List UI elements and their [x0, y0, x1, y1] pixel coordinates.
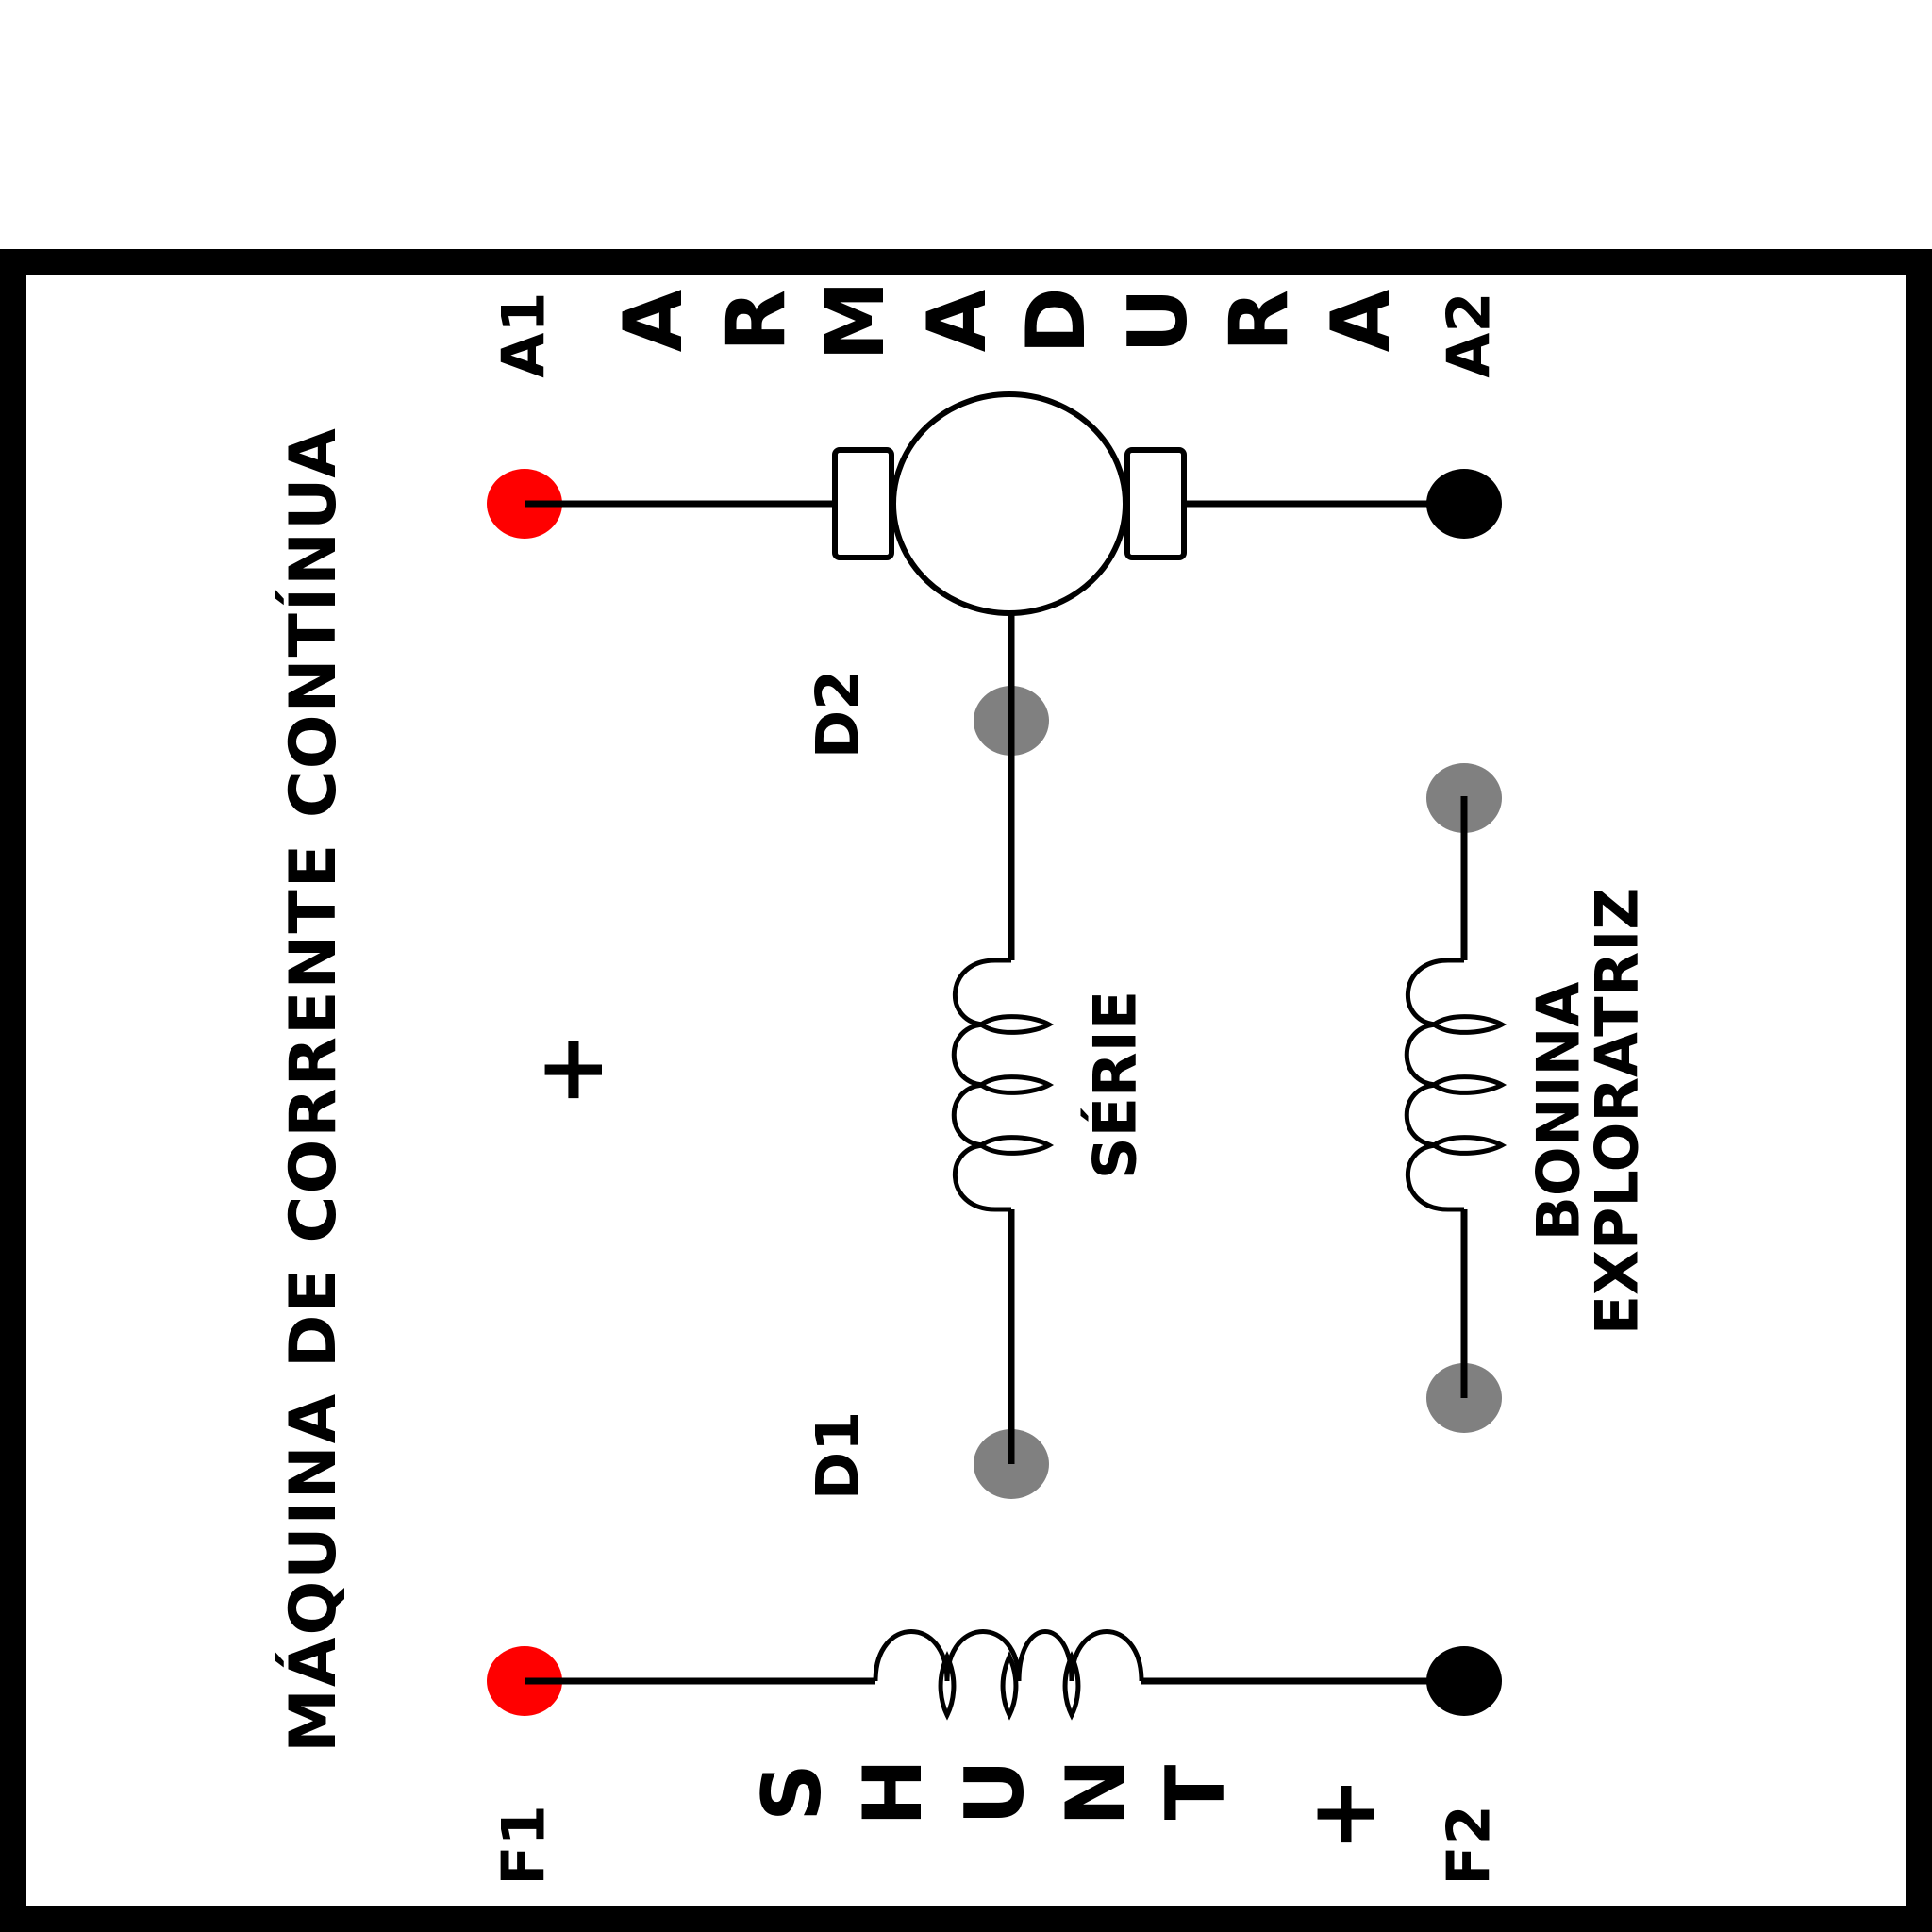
armature-letter: U — [1111, 288, 1206, 354]
diagram-title: MÁQUINA DE CORRENTE CONTÍNUA — [275, 426, 351, 1753]
terminal-label-d1: D1 — [804, 1411, 873, 1501]
armature-brush-right — [1124, 447, 1187, 560]
armature-rotor — [891, 391, 1128, 616]
series-coil — [951, 958, 1055, 1212]
armature-letter: A — [910, 289, 1005, 352]
terminal-label-d2: D2 — [804, 670, 873, 759]
shunt-letter: H — [846, 1758, 941, 1826]
shunt-coil — [873, 1629, 1144, 1721]
terminal-label-a2: A2 — [1435, 291, 1504, 377]
armature-letter: R — [709, 290, 804, 352]
armature-letter: D — [1009, 287, 1104, 354]
armature-label: A R M A D U R A — [607, 280, 1408, 361]
armature-letter: R — [1212, 290, 1307, 352]
series-label: SÉRIE — [1081, 991, 1150, 1179]
interpole-coil — [1404, 958, 1507, 1212]
shunt-label: S H U N T — [745, 1758, 1243, 1826]
interpole-label-line1: BONINA — [1524, 982, 1593, 1241]
terminal-label-f1: F1 — [490, 1805, 558, 1886]
armature-brush-left — [832, 447, 894, 560]
plus-sign-shunt: + — [1291, 1776, 1396, 1852]
terminal-label-a1: A1 — [490, 291, 558, 377]
plus-sign-center: + — [518, 1032, 624, 1108]
shunt-letter: N — [1049, 1758, 1143, 1826]
shunt-letter: T — [1149, 1764, 1243, 1820]
shunt-letter: S — [745, 1763, 840, 1822]
interpole-label-line2: EXPLORATRIZ — [1583, 888, 1652, 1336]
armature-letter: A — [607, 289, 701, 352]
shunt-letter: U — [948, 1759, 1042, 1825]
armature-letter: M — [808, 280, 903, 361]
armature-letter: A — [1314, 289, 1408, 352]
terminal-label-f2: F2 — [1435, 1805, 1504, 1886]
